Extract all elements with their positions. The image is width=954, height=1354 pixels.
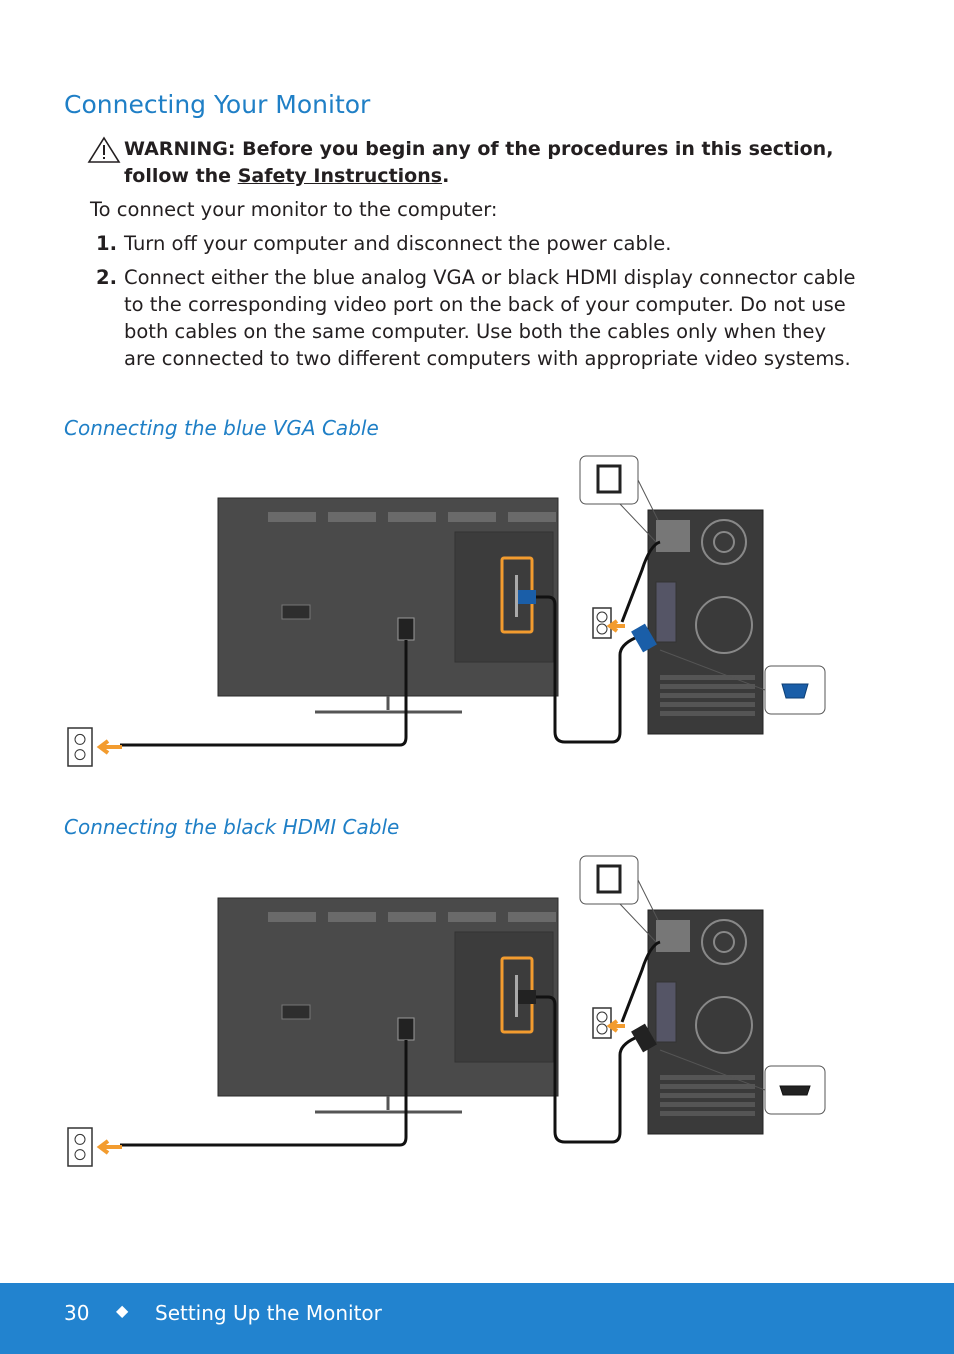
monitor-vents (268, 912, 556, 922)
psu-fan (701, 519, 747, 565)
warning-text: WARNING: Before you begin any of the pro… (124, 138, 834, 187)
cable-connector-computer (631, 1023, 657, 1053)
vga-connection-diagram (67, 455, 826, 767)
video-port (515, 575, 518, 617)
page-number: 30 (64, 1301, 90, 1325)
page-title: Connecting Your Monitor (64, 90, 371, 119)
arrow-icon (96, 1139, 122, 1155)
power-socket-callout (579, 455, 639, 505)
monitor-stand (315, 696, 462, 714)
wall-outlet-icon (592, 1007, 612, 1039)
monitor-power-cable (120, 640, 408, 747)
step-item: 2. Connect either the blue analog VGA or… (96, 266, 856, 370)
arrow-icon (96, 739, 122, 755)
monitor-vents (268, 512, 556, 522)
psu-socket (656, 520, 690, 552)
step-item: 1. Turn off your computer and disconnect… (96, 232, 672, 255)
warning-icon (87, 136, 121, 163)
arrow-icon (606, 1019, 625, 1033)
video-cable (518, 995, 646, 1144)
cable-connector-monitor (518, 590, 536, 604)
monitor-power-inlet (397, 1017, 415, 1041)
cable-connector-monitor (518, 990, 536, 1004)
psu-fan (701, 919, 747, 965)
case-fan (695, 596, 753, 654)
video-port (515, 975, 518, 1017)
monitor-stand (315, 1096, 462, 1114)
monitor-power-inlet (397, 617, 415, 641)
arrow-icon (606, 619, 625, 633)
wall-outlet-icon (67, 727, 93, 767)
power-socket-icon (596, 864, 622, 894)
power-socket-callout (579, 855, 639, 905)
computer-power-cable (620, 540, 661, 623)
intro-text: To connect your monitor to the computer: (90, 198, 498, 221)
io-ports (655, 581, 677, 643)
computer-power-cable (620, 940, 661, 1023)
wall-outlet-icon (67, 1127, 93, 1167)
wall-outlet-icon (592, 607, 612, 639)
warning-block: WARNING: Before you begin any of the pro… (84, 136, 864, 190)
vga-section-title: Connecting the blue VGA Cable (64, 416, 379, 440)
video-cable (518, 595, 646, 744)
diamond-icon: ◆ (116, 1301, 129, 1320)
hdmi-connection-diagram (67, 855, 826, 1167)
footer-section-title: Setting Up the Monitor (155, 1301, 382, 1325)
io-ports (655, 981, 677, 1043)
psu-socket (656, 920, 690, 952)
page-footer: 30 ◆ Setting Up the Monitor (0, 1283, 954, 1354)
safety-instructions-link[interactable]: Safety Instructions (237, 165, 443, 187)
cable-connector-computer (631, 623, 657, 653)
monitor-label (281, 1004, 311, 1020)
monitor-power-cable (120, 1040, 408, 1147)
case-fan (695, 996, 753, 1054)
steps-list: 1. Turn off your computer and disconnect… (96, 230, 856, 379)
monitor-label (281, 604, 311, 620)
hdmi-section-title: Connecting the black HDMI Cable (64, 815, 400, 839)
power-socket-icon (596, 464, 622, 494)
